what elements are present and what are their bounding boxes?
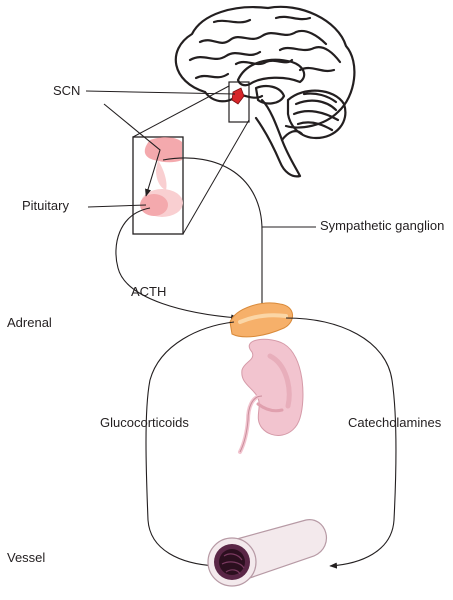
pituitary-pointer-line bbox=[87, 204, 147, 208]
inset-connector-bottom bbox=[182, 119, 250, 235]
catecholamines-arrow bbox=[285, 317, 397, 569]
pituitary-inset-icon bbox=[132, 136, 184, 235]
acth-label: ACTH bbox=[131, 284, 167, 299]
blood-vessel-icon bbox=[207, 519, 327, 587]
glucocorticoids-label: Glucocorticoids bbox=[100, 415, 189, 430]
inset-connector-top bbox=[132, 85, 230, 138]
sympathetic-ganglion-label: Sympathetic ganglion bbox=[320, 218, 445, 233]
scn-to-pituitary-arrow bbox=[103, 103, 161, 197]
adrenal-gland-icon bbox=[229, 302, 293, 338]
vessel-label: Vessel bbox=[7, 550, 46, 565]
scn-pointer-line bbox=[85, 90, 236, 95]
adrenal-label: Adrenal bbox=[7, 315, 52, 330]
scn-marker-icon bbox=[231, 87, 245, 105]
pituitary-label: Pituitary bbox=[22, 198, 69, 213]
brain-inset-box bbox=[228, 81, 250, 123]
catecholamines-label: Catecholamines bbox=[348, 415, 442, 430]
glucocorticoids-arrow bbox=[145, 321, 235, 569]
sympathetic-path bbox=[162, 157, 266, 313]
brain-icon bbox=[174, 5, 356, 178]
acth-arrow bbox=[115, 207, 239, 321]
scn-label: SCN bbox=[53, 83, 81, 98]
kidney-icon bbox=[238, 338, 304, 454]
